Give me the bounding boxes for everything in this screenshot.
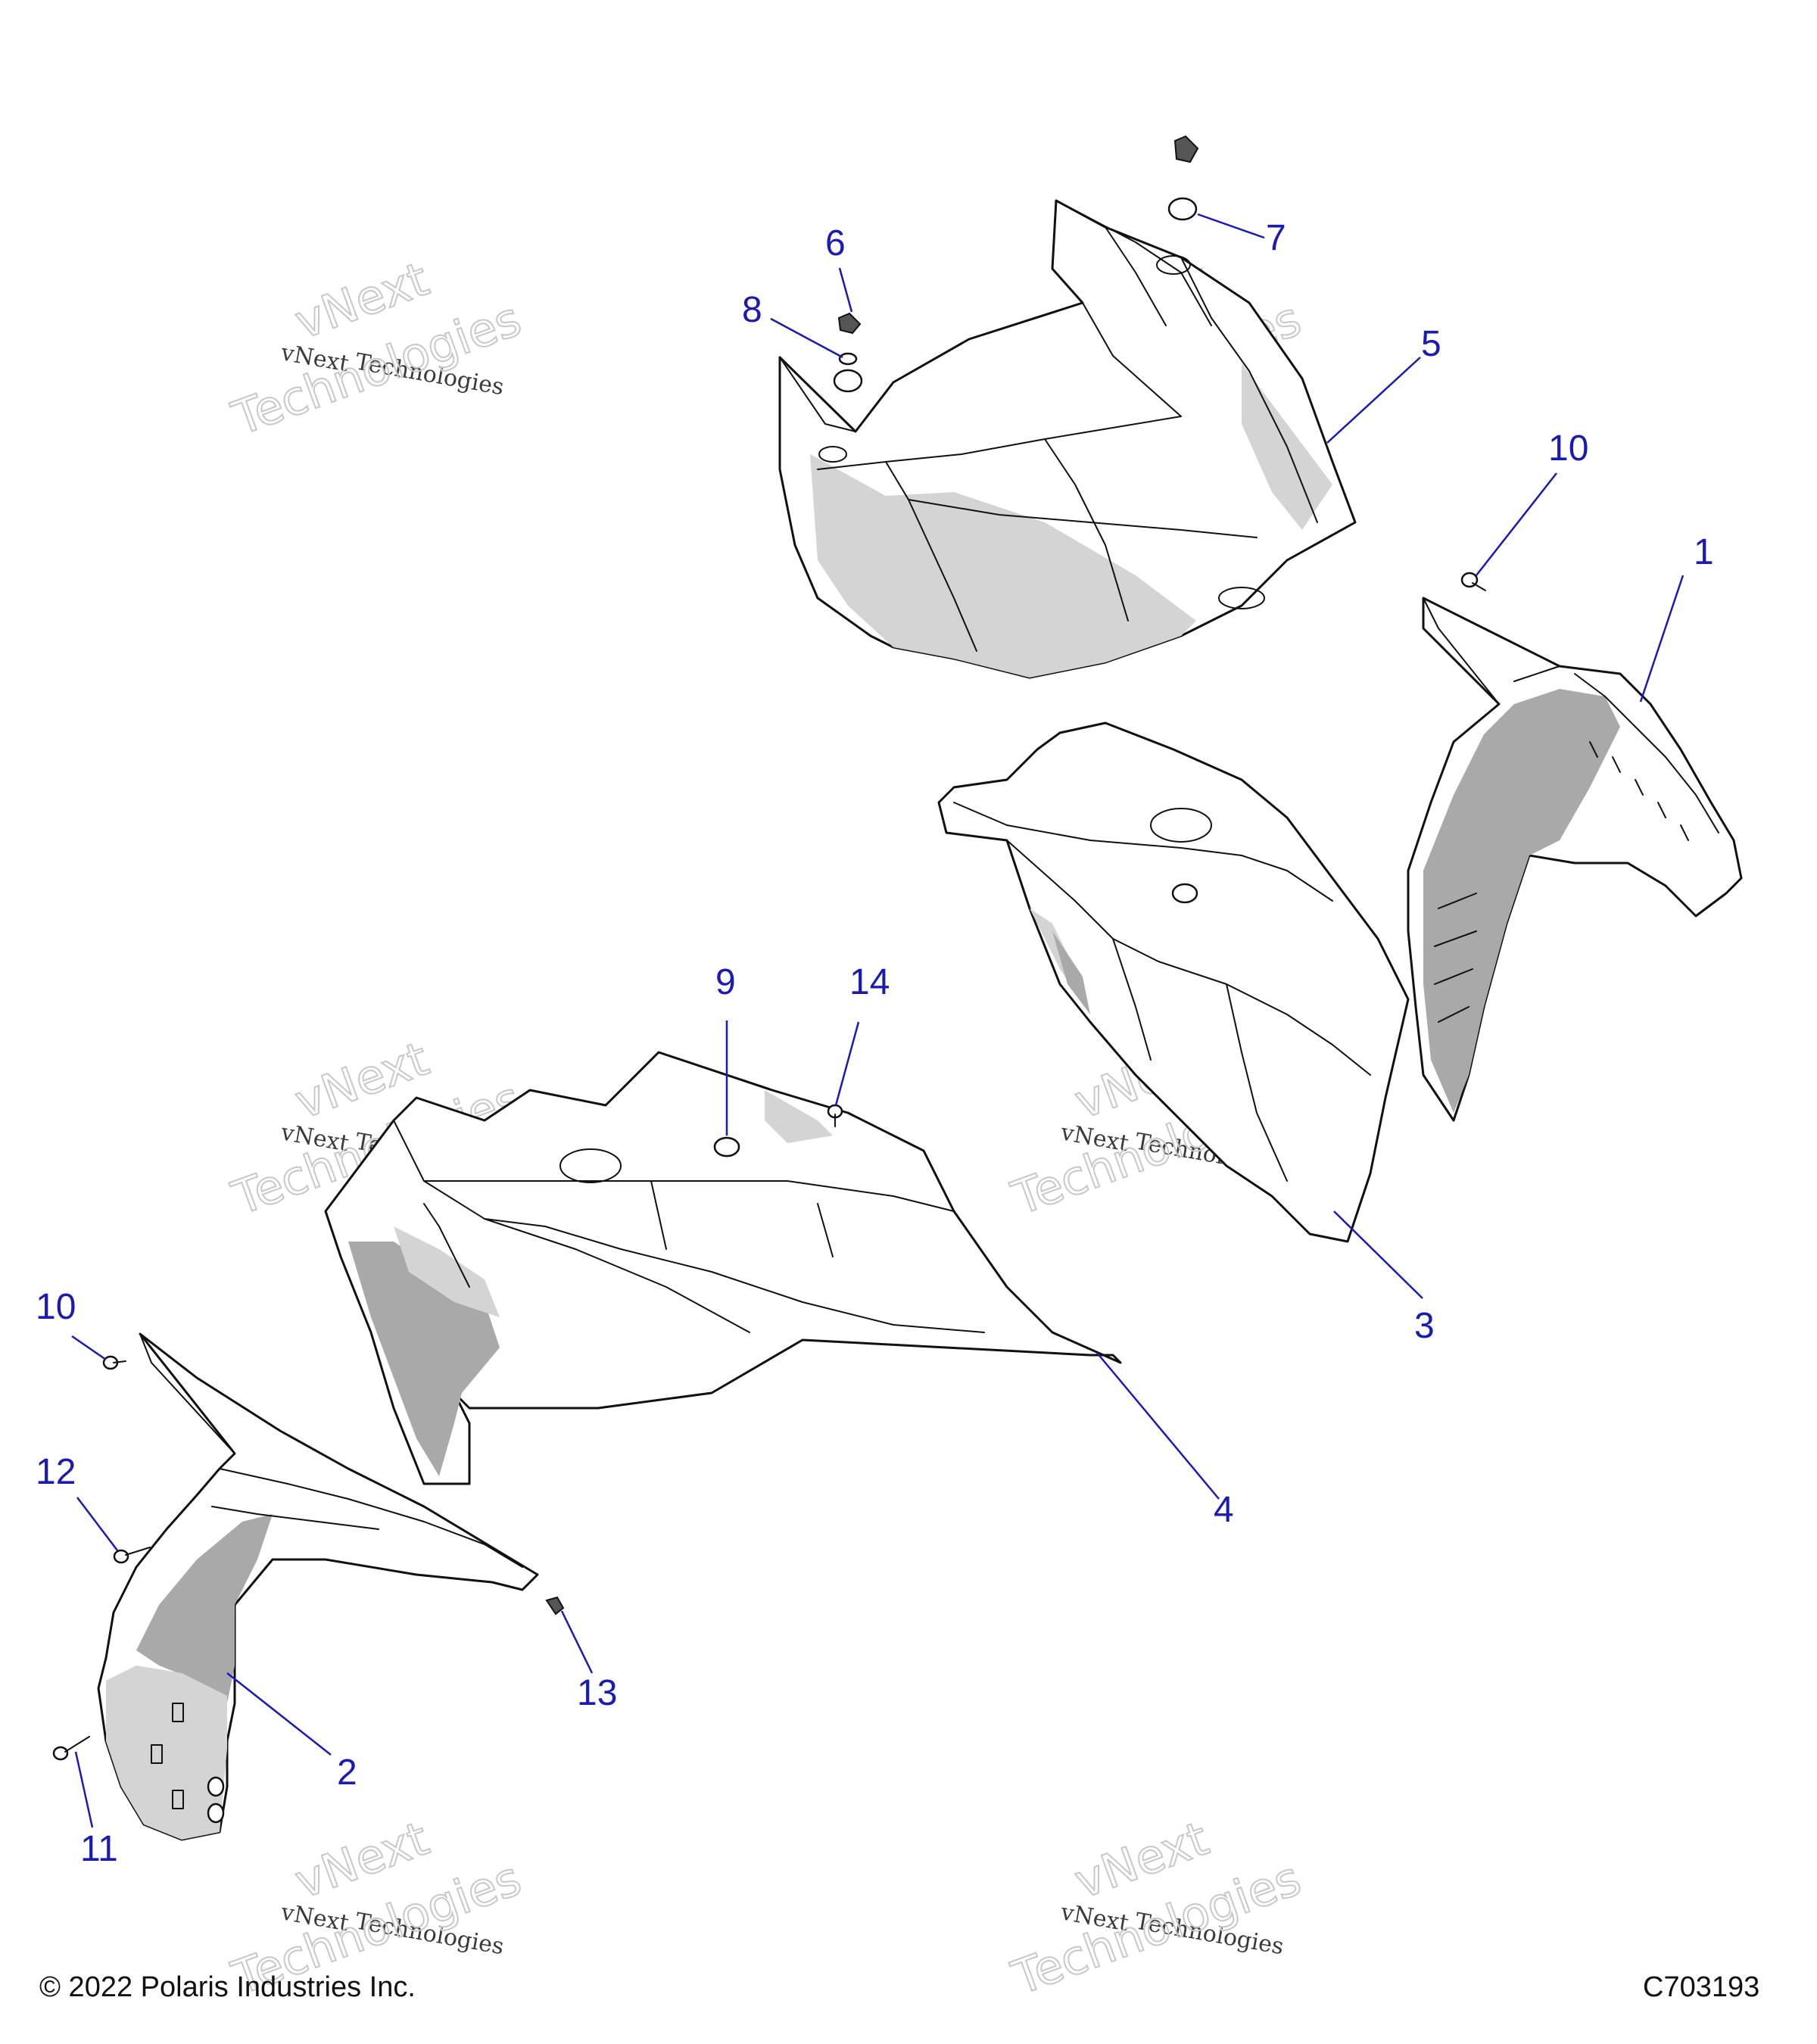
callout-1: 1 [1694, 532, 1714, 572]
callout-14: 14 [849, 962, 890, 1002]
drawing-number: C703193 [1643, 1971, 1759, 2003]
part-1-side-panel [1407, 597, 1743, 1122]
callout-2: 2 [337, 1753, 357, 1793]
watermark-bottom-right: vNext vNext Technologies Technologies [1004, 1810, 1308, 2007]
watermark-top-left: vNext vNext Technologies Technologies [224, 251, 528, 447]
hardware-item-9 [713, 1136, 740, 1158]
leader-lines [71, 213, 1685, 1828]
hardware-item-10-right [1460, 572, 1486, 591]
callout-10-left: 10 [36, 1287, 76, 1327]
hardware-item-11 [52, 1736, 90, 1761]
hardware-item-8 [833, 352, 863, 393]
hardware-item-12 [113, 1547, 151, 1564]
part-3-center-panel [937, 721, 1410, 1243]
callout-8: 8 [742, 290, 762, 330]
callout-9: 9 [715, 962, 736, 1002]
callout-labels: 1 2 3 4 5 6 7 8 9 10 10 11 12 13 14 [36, 218, 1714, 1869]
callout-11: 11 [80, 1829, 118, 1869]
hardware-item-7 [1167, 135, 1199, 221]
callout-10-right: 10 [1548, 428, 1588, 469]
hardware-item-10-left [102, 1355, 126, 1370]
callout-12: 12 [36, 1452, 76, 1492]
callout-3: 3 [1414, 1306, 1435, 1346]
copyright-text: © 2022 Polaris Industries Inc. [39, 1971, 416, 2003]
part-2-left-fender [97, 1332, 539, 1841]
callout-4: 4 [1214, 1490, 1234, 1530]
callout-6: 6 [825, 223, 846, 263]
part-4-floor-panel [324, 1051, 1122, 1485]
callout-5: 5 [1421, 324, 1441, 364]
hardware-item-6 [837, 312, 862, 335]
callout-13: 13 [577, 1673, 617, 1713]
callout-7: 7 [1266, 218, 1286, 258]
hardware-item-13 [545, 1596, 565, 1616]
part-5-hood-panel [778, 199, 1357, 679]
hardware-item-14 [827, 1104, 843, 1127]
